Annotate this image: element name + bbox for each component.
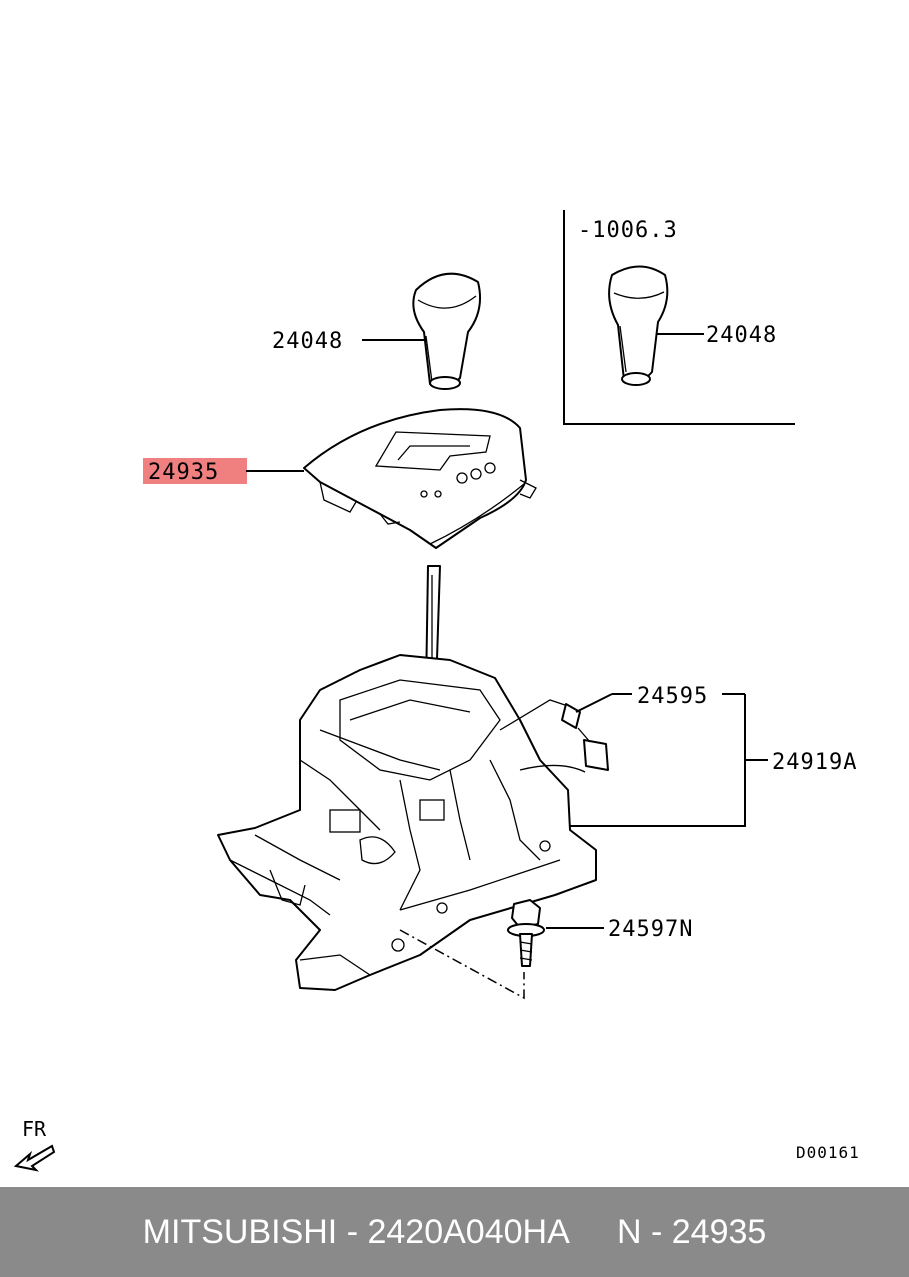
- knob-label: 24048: [272, 329, 343, 354]
- bolt: [507, 899, 545, 967]
- panel-label: 24935: [148, 460, 219, 485]
- assembly-label: 24919A: [772, 750, 857, 775]
- variant-knob: [608, 265, 669, 386]
- footer-gap: [570, 1213, 617, 1252]
- footer-part-number: 2420A040HA: [367, 1212, 570, 1251]
- shift-knob: [412, 272, 481, 390]
- variant-inset: -1006.3 24048: [563, 210, 795, 425]
- variant-knob-label: 24048: [706, 323, 777, 348]
- footer-sep1: -: [337, 1212, 368, 1251]
- variant-range-label: -1006.3: [578, 218, 678, 243]
- direction-label: FR: [22, 1117, 47, 1141]
- footer-ref-prefix: N: [616, 1212, 642, 1251]
- shifter-assembly: [217, 654, 597, 991]
- diagram-code: D00161: [796, 1143, 860, 1162]
- footer-ref-number: 24935: [671, 1212, 767, 1251]
- parts-diagram: -1006.3 24048 24048 24935: [13, 210, 860, 1172]
- footer-sep2: -: [641, 1212, 672, 1251]
- bolt-label: 24597N: [608, 917, 693, 942]
- harness-label: 24595: [637, 684, 708, 709]
- indicator-panel: [303, 408, 537, 549]
- harness-connector: [499, 699, 609, 773]
- highlight-box: [143, 458, 247, 484]
- front-direction-icon: FR: [13, 1117, 56, 1172]
- footer-bar: MITSUBISHI - 2420A040HA N - 24935: [0, 1187, 909, 1277]
- footer-brand: MITSUBISHI: [142, 1212, 338, 1251]
